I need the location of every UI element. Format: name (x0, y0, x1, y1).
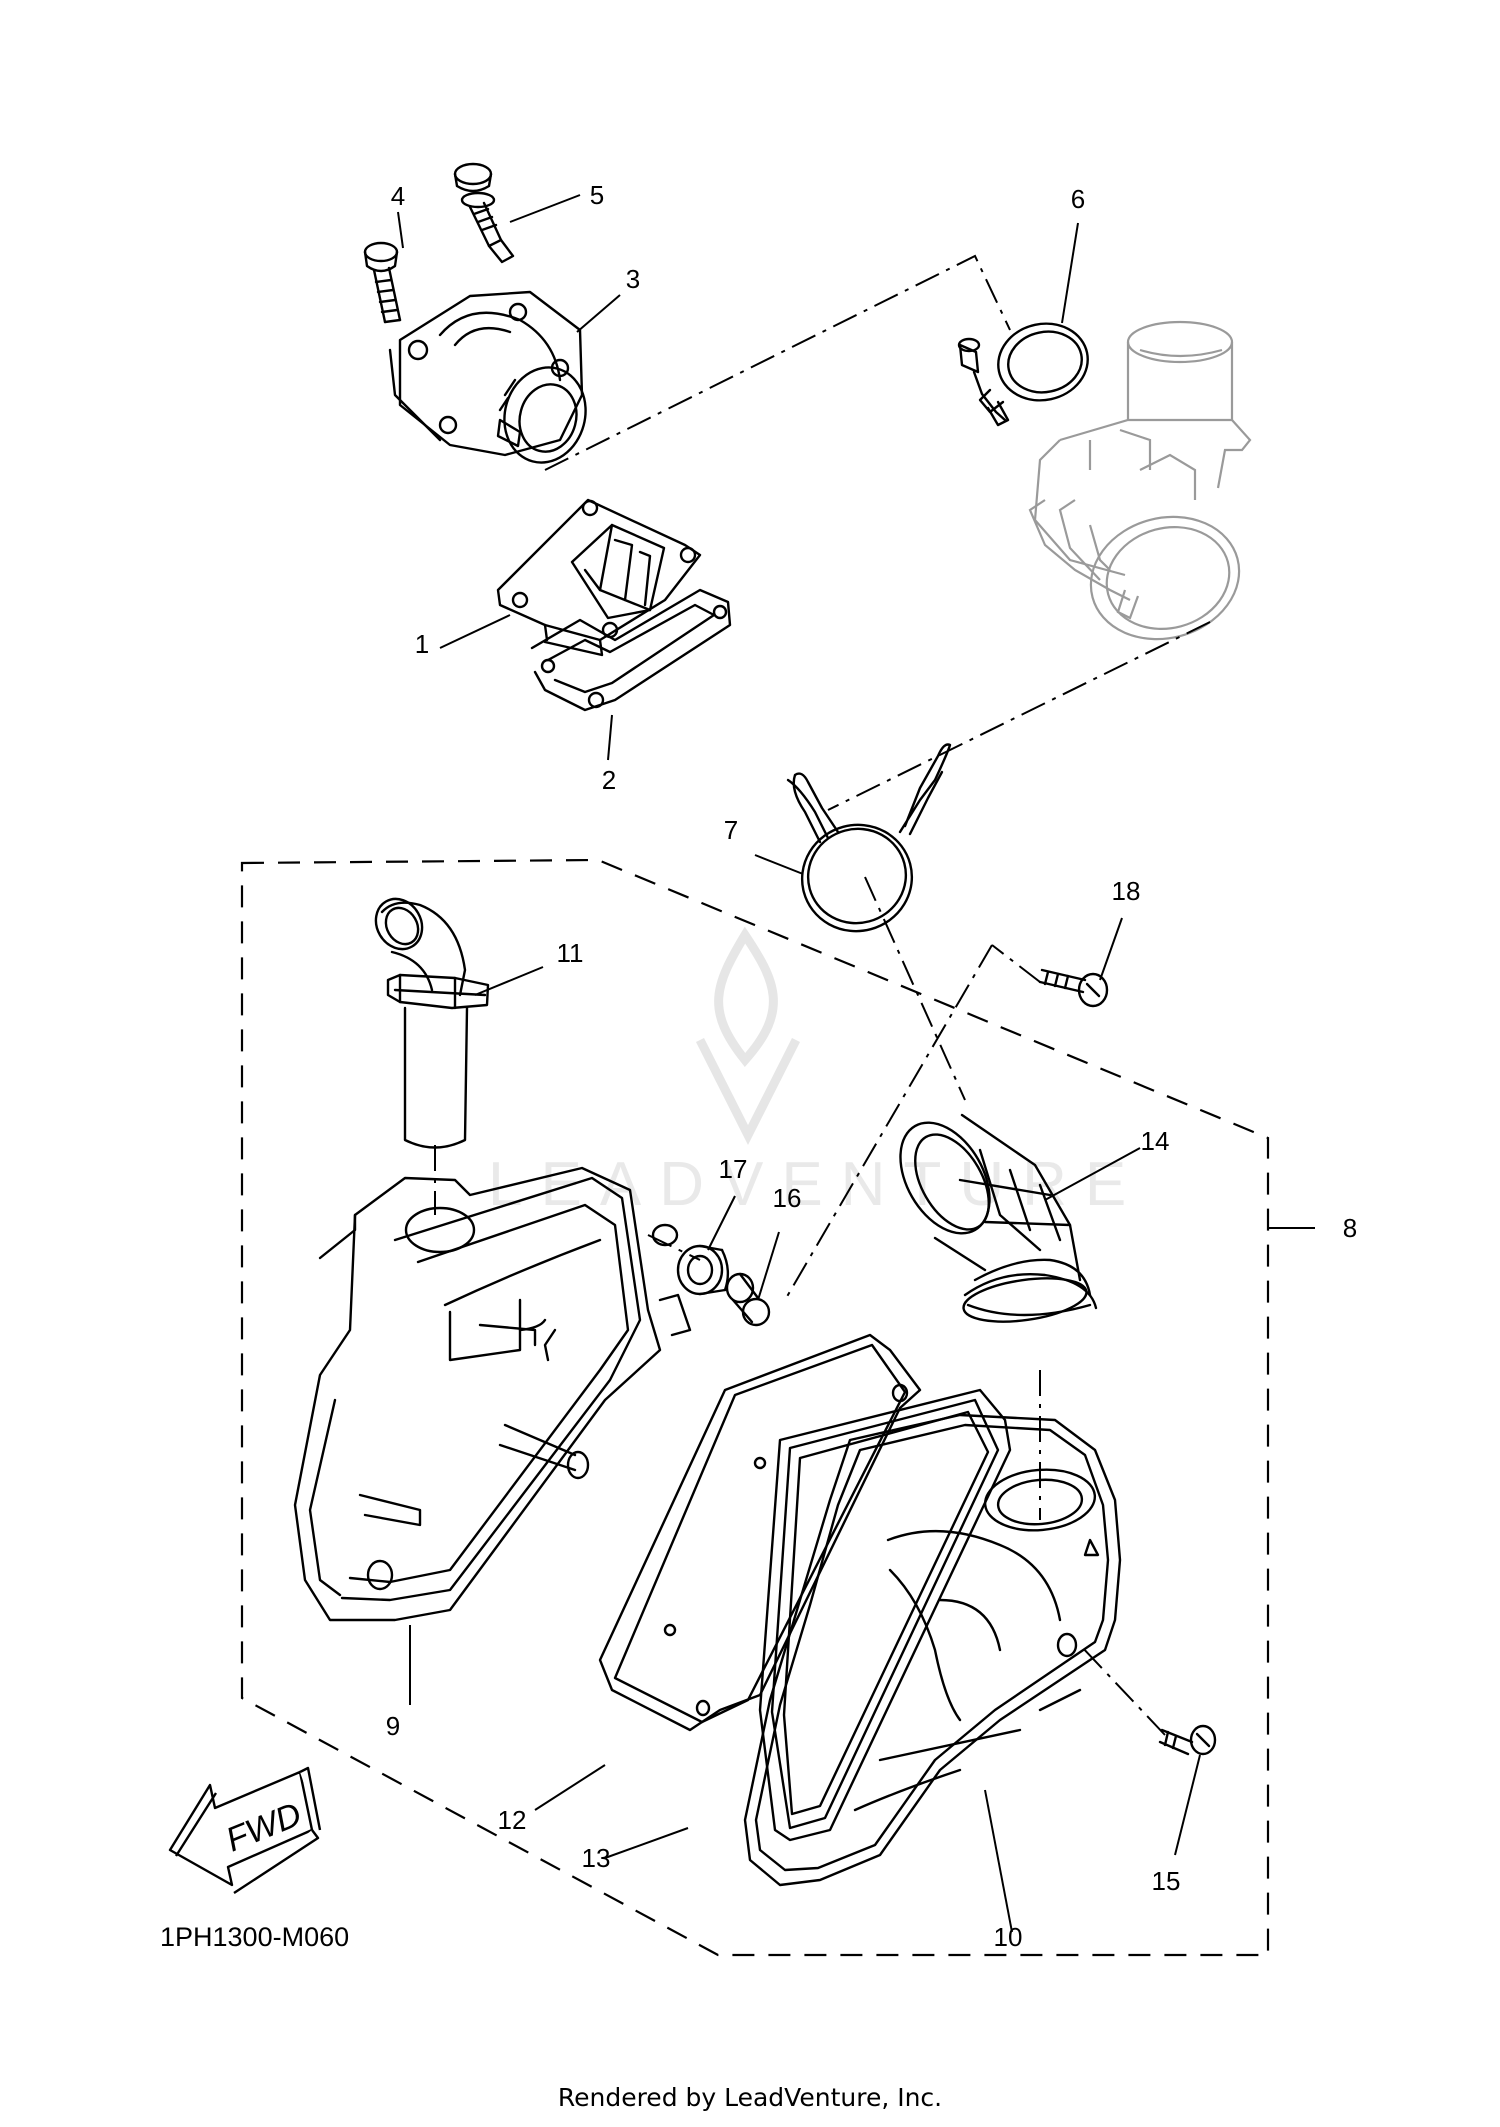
watermark-logo-icon (695, 926, 801, 1145)
callout-1: 1 (415, 629, 429, 659)
callout-14: 14 (1141, 1126, 1170, 1156)
air-filter-case-icon (293, 1166, 692, 1622)
screw-18-icon (1038, 968, 1109, 1008)
callout-13: 13 (582, 1843, 611, 1873)
bolt-4-icon (363, 241, 402, 324)
callout-5: 5 (590, 180, 604, 210)
reed-valve-icon (496, 498, 702, 657)
grommet-icon (676, 1244, 730, 1296)
diagram-code: 1PH1300-M060 (160, 1922, 349, 1952)
hose-clamp-icon (957, 322, 1089, 427)
air-filter-cover-icon (743, 1413, 1122, 1887)
callout-4: 4 (391, 181, 405, 211)
callout-17: 17 (719, 1154, 748, 1184)
callout-2: 2 (602, 765, 616, 795)
leader-lines (397, 194, 1201, 1933)
assembly-boundary (240, 858, 1270, 1957)
breather-tube-icon (374, 897, 490, 1149)
callout-3: 3 (626, 264, 640, 294)
callout-18: 18 (1112, 876, 1141, 906)
callout-16: 16 (773, 1183, 802, 1213)
filter-element-icon (598, 1333, 922, 1732)
callouts: 4 5 3 6 1 2 7 18 11 14 17 16 8 9 12 13 1… (386, 180, 1357, 1952)
callout-9: 9 (386, 1711, 400, 1741)
watermark: LEADVENTURE (488, 926, 1144, 1219)
bolt-5-icon (453, 162, 515, 264)
callout-8: 8 (1343, 1213, 1357, 1243)
assembly-lines (240, 254, 1315, 1957)
fwd-arrow-icon (168, 1766, 322, 1895)
render-credit: Rendered by LeadVenture, Inc. (558, 2083, 942, 2112)
screw-15-icon (1158, 1724, 1217, 1756)
carburetor-ghost-icon (1028, 320, 1252, 641)
callout-10: 10 (994, 1922, 1023, 1952)
callout-11: 11 (557, 938, 584, 968)
intake-manifold-icon (388, 290, 587, 464)
callout-15: 15 (1152, 1866, 1181, 1896)
watermark-text: LEADVENTURE (488, 1150, 1144, 1219)
callout-12: 12 (498, 1805, 527, 1835)
forward-direction-arrow: FWD (168, 1766, 322, 1895)
reed-gasket-icon (530, 588, 732, 712)
collar-icon (725, 1272, 771, 1327)
spring-clamp-icon (786, 743, 952, 933)
case-gasket-icon (758, 1388, 1012, 1842)
callout-7: 7 (724, 815, 738, 845)
callout-6: 6 (1071, 184, 1085, 214)
